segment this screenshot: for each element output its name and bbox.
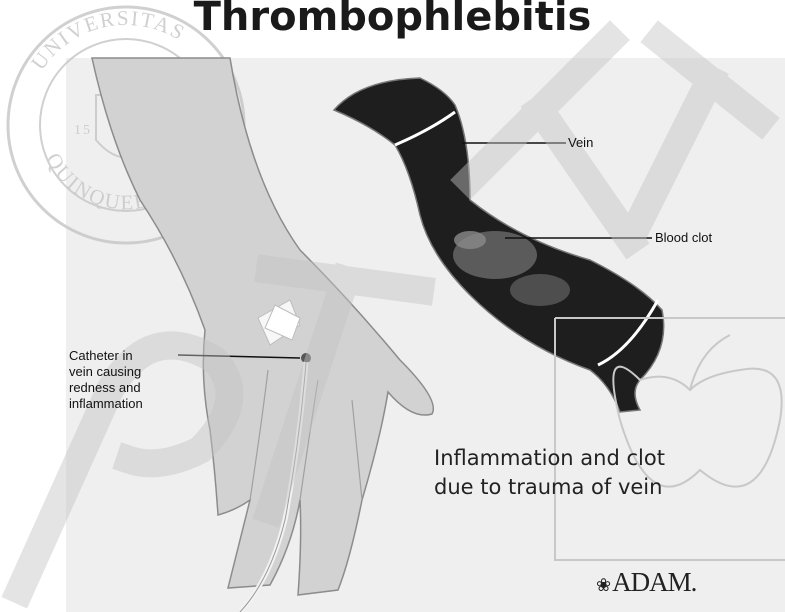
adam-flower-icon: ❀ [596,575,610,595]
catheter-label-line: Catheter in [69,348,143,364]
blood-clot-label: Blood clot [655,230,712,246]
vein-label: Vein [568,135,593,151]
svg-text:15: 15 [74,123,92,138]
figure-caption: Inflammation and clot due to trauma of v… [434,444,665,502]
catheter-label-line: redness and [69,380,143,396]
adam-logo: ❀ADAM. [596,567,696,598]
catheter-label-line: vein causing [69,364,143,380]
catheter-label-line: inflammation [69,396,143,412]
catheter-label: Catheter in vein causing redness and inf… [69,348,143,412]
caption-line: Inflammation and clot [434,444,665,473]
caption-line: due to trauma of vein [434,473,665,502]
page-title: Thrombophlebitis [0,0,785,40]
adam-logo-text: ADAM. [612,567,696,597]
